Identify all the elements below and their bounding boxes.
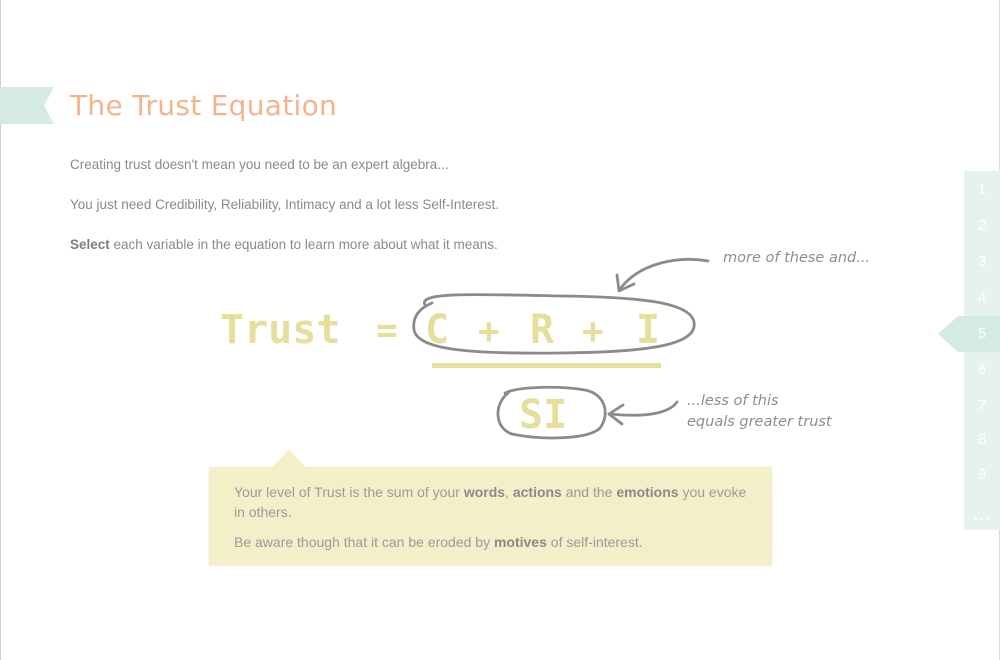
callout-emphasis-motives: motives [493,534,547,550]
equation-equals-sign: = [376,310,398,351]
variable-self-interest-button[interactable]: SI [519,392,568,438]
page-link-3[interactable]: 3 [977,253,987,270]
select-emphasis: Select [70,237,110,252]
annotation-line-1: ...less of this [687,393,779,409]
page-link-4[interactable]: 4 [977,289,987,306]
callout-paragraph-1: Your level of Trust is the sum of your w… [234,482,754,522]
page-more-button[interactable]: ... [972,504,991,524]
page-link-2[interactable]: 2 [977,217,987,234]
equation-trust-label: Trust [220,307,341,353]
annotation-line-2: equals greater trust [687,414,832,430]
variable-intimacy-button[interactable]: I [636,307,661,353]
equation-plus-sign: + [478,311,500,352]
callout-paragraph-2: Be aware though that it can be eroded by… [234,532,643,552]
callout-text: and the [561,484,617,500]
callout-pointer [273,449,305,467]
page-link-1[interactable]: 1 [977,181,987,198]
page-link-6[interactable]: 6 [977,361,987,378]
page-link-9[interactable]: 9 [977,466,987,483]
variable-reliability-button[interactable]: R [530,307,555,353]
callout-text: Be aware though that it can be eroded by [234,534,494,550]
intro-line-3: Select each variable in the equation to … [70,237,498,252]
callout-emphasis-emotions: emotions [616,484,679,500]
page-left-border [0,0,1,660]
intro-line-1: Creating trust doesn't mean you need to … [70,157,449,172]
bottom-arrow [608,400,679,417]
callout-text: , [505,484,513,500]
callout-text: you evoke in others. [234,484,747,520]
title-ribbon [0,87,54,124]
variable-credibility-button[interactable]: C [425,307,450,353]
current-page-tab [938,316,1000,352]
fraction-bar [432,363,661,368]
equation-plus-sign: + [582,311,604,352]
page-link-8[interactable]: 8 [977,431,987,448]
intro-line-2: You just need Credibility, Reliability, … [70,197,499,212]
page-link-7[interactable]: 7 [977,397,987,414]
page-title: The Trust Equation [70,89,338,122]
annotation-less-of-this: ...less of this equals greater trust [687,391,832,433]
callout-text: of self-interest. [546,534,643,550]
callout-text: Your level of Trust is the sum of your [234,484,464,500]
callout-emphasis-actions: actions [512,484,562,500]
info-callout: Your level of Trust is the sum of your w… [209,467,772,565]
intro-line-3-rest: each variable in the equation to learn m… [109,237,498,252]
page-link-5-current[interactable]: 5 [977,325,987,342]
annotation-more-of-these: more of these and... [723,250,871,266]
callout-emphasis-words: words [463,484,506,500]
top-arrow [618,258,710,291]
